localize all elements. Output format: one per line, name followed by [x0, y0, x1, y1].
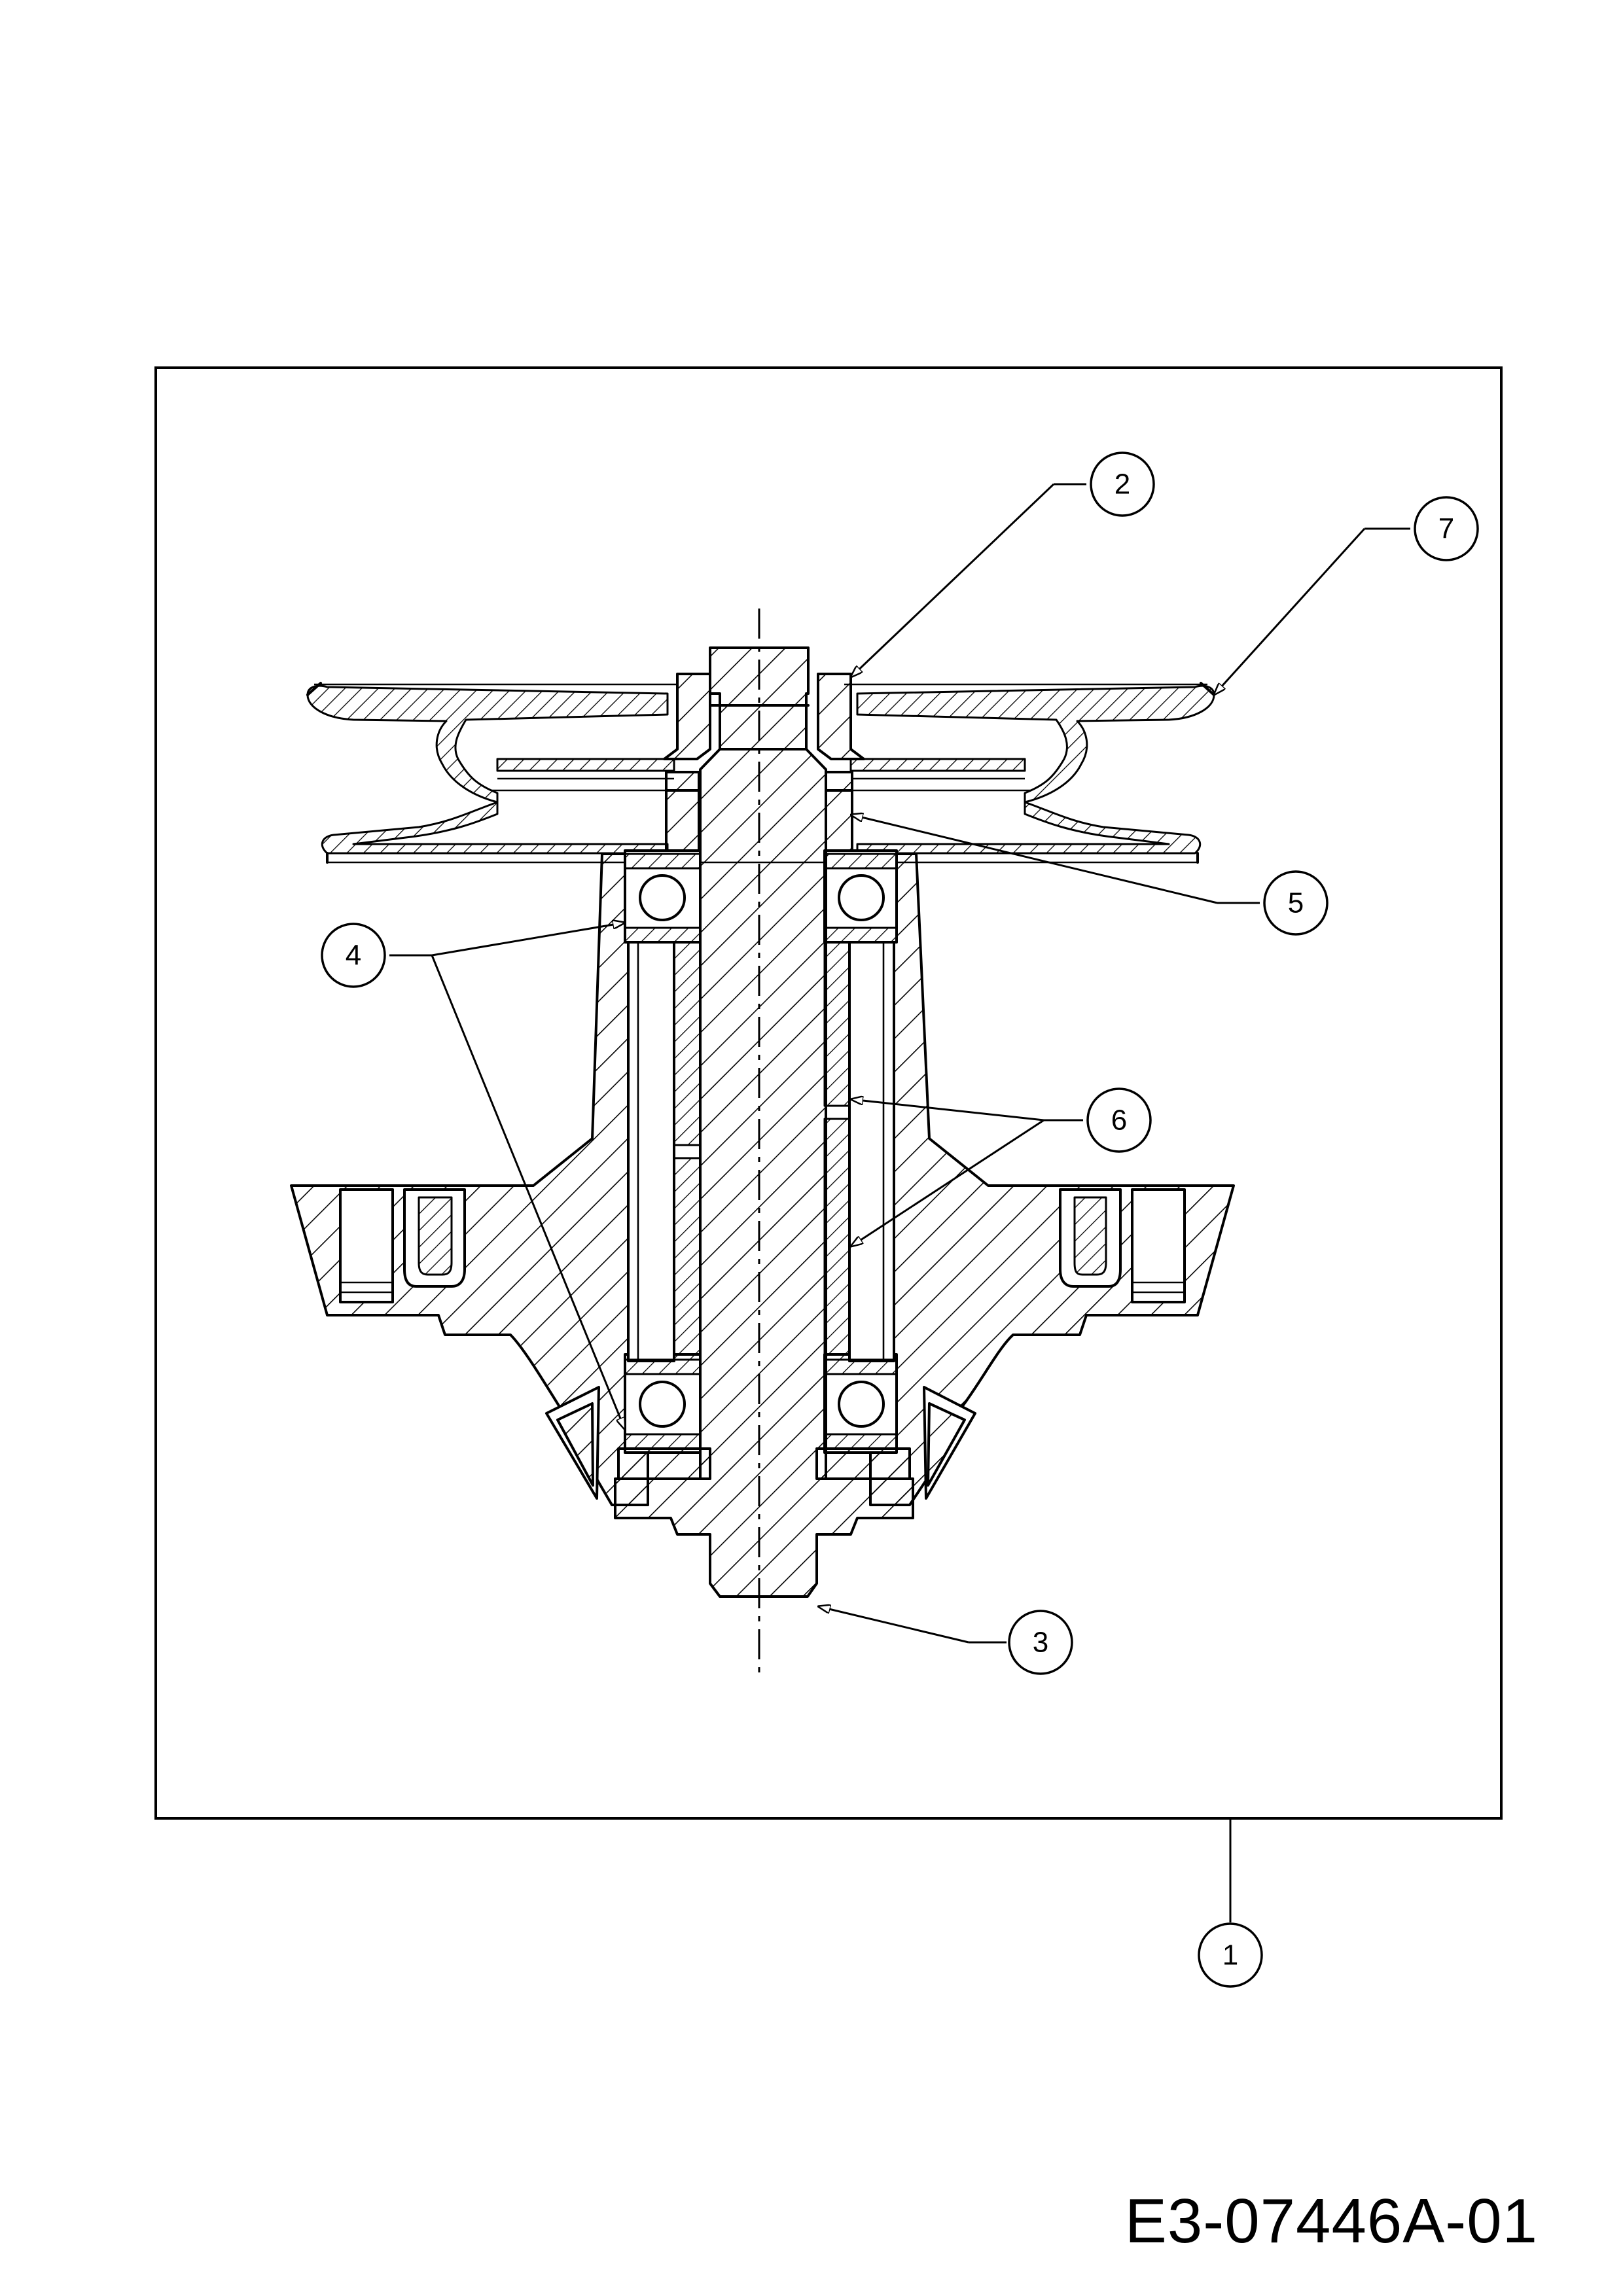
- bearing-upper-right: [823, 853, 898, 944]
- svg-text:5: 5: [1288, 887, 1304, 919]
- spindle-shaft: [614, 646, 914, 1598]
- drawing-code: E3-07446A-01: [1124, 2186, 1538, 2256]
- callout-5: 5: [1263, 870, 1329, 936]
- callout-7: 7: [1414, 496, 1479, 561]
- svg-text:3: 3: [1033, 1627, 1048, 1659]
- bearing-lower-right: [823, 1358, 898, 1450]
- assembly-frame: [154, 366, 1503, 1820]
- svg-text:2: 2: [1115, 468, 1130, 501]
- svg-text:6: 6: [1111, 1104, 1127, 1137]
- svg-text:1: 1: [1222, 1939, 1238, 1971]
- svg-text:4: 4: [346, 940, 361, 972]
- callout-1: 1: [1198, 1922, 1263, 1988]
- svg-text:7: 7: [1438, 513, 1454, 545]
- callout-6: 6: [1086, 1087, 1152, 1153]
- callout-4: 4: [321, 923, 386, 988]
- spacer-tubes: [637, 941, 885, 1361]
- bearing-lower-left: [624, 1358, 702, 1450]
- callout-3: 3: [1008, 1610, 1073, 1675]
- callout-2: 2: [1090, 451, 1155, 517]
